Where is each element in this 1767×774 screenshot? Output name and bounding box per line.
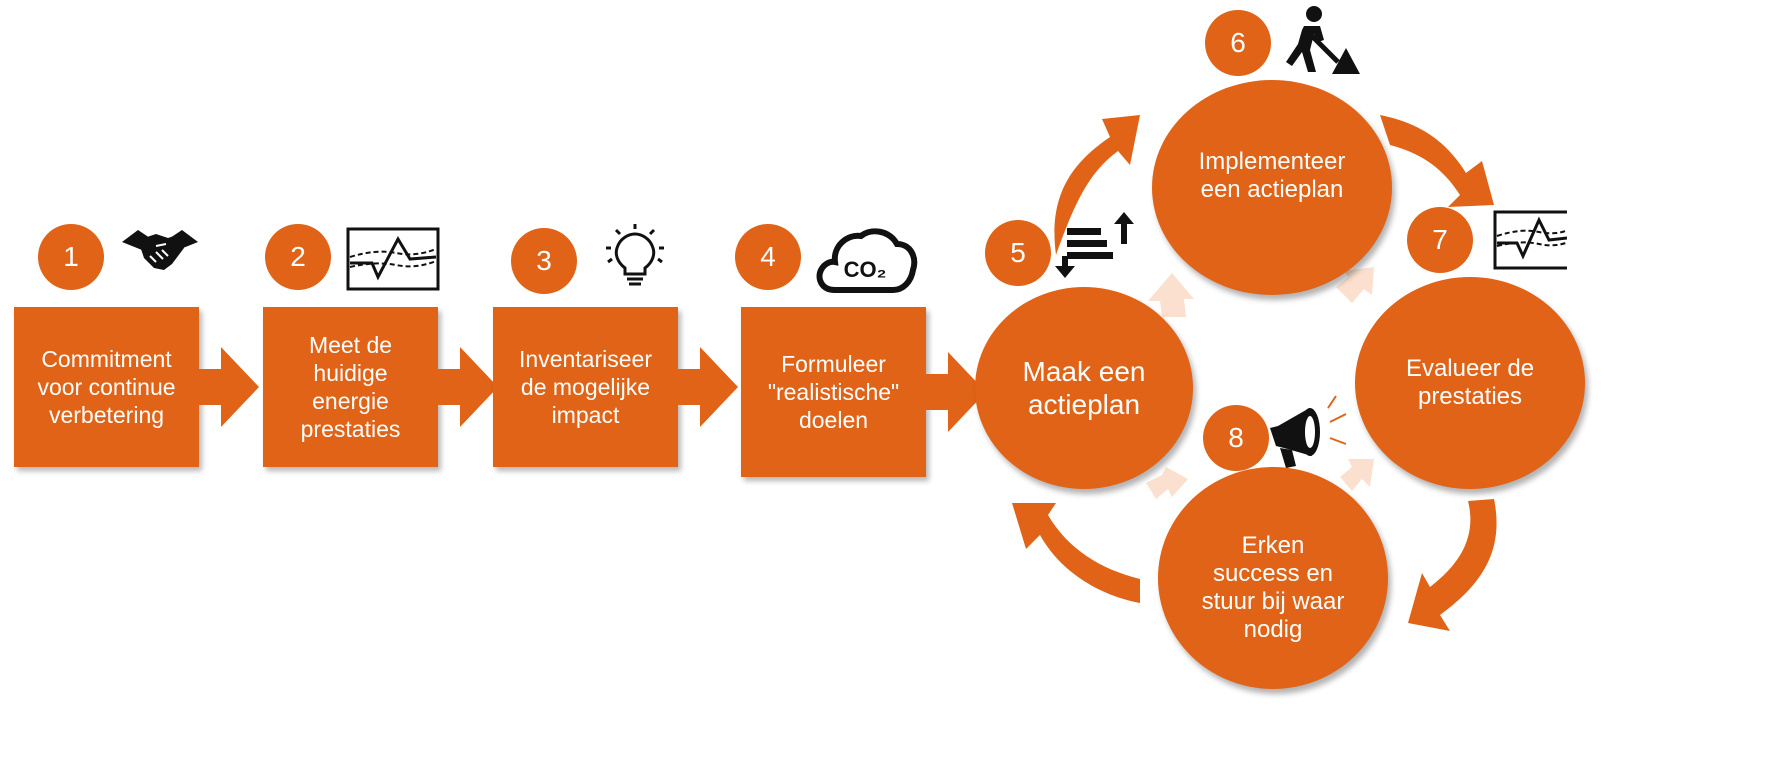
sort-arrows-icon [1053,210,1137,280]
cycle-5-circle: Maak een actieplan [975,287,1193,489]
cycle-8-label: Erken success en stuur bij waar nodig [1201,532,1345,643]
step-1-label: Commitment voor continue verbetering [37,346,176,428]
cycle-arrow-bottom-right [1408,499,1497,631]
handshake-icon [120,224,200,276]
cycle-7-circle: Evalueer de prestaties [1355,277,1585,489]
line-chart-icon [1493,210,1567,270]
cycle-6-circle: Implementeer een actieplan [1152,80,1392,295]
cycle-5-label: Maak een actieplan [1022,356,1146,420]
cycle-6-number: 6 [1205,10,1271,76]
inner-arrow-right [1336,267,1374,303]
step-4-label: Formuleer "realistische" doelen [767,351,900,433]
step-1-number: 1 [38,224,104,290]
step-3-box: Inventariseer de mogelijke impact [493,307,678,467]
inner-arrow-down-right [1340,459,1374,491]
cycle-8-number: 8 [1203,405,1269,471]
step-3-label: Inventariseer de mogelijke impact [519,346,652,428]
step-2-box: Meet de huidige energie prestaties [263,307,438,467]
step-4-box: Formuleer "realistische" doelen [741,307,926,477]
cycle-7-number: 7 [1407,207,1473,273]
step-2-arrow [438,347,498,427]
step-1-box: Commitment voor continue verbetering [14,307,199,467]
lightbulb-icon [603,222,667,290]
co2-cloud-icon: CO₂ [813,222,919,298]
line-chart-icon [346,227,440,291]
cycle-8-circle: Erken success en stuur bij waar nodig [1158,467,1388,689]
megaphone-icon [1266,392,1352,472]
cycle-arrow-bottom-left [1012,503,1140,603]
cycle-7-label: Evalueer de prestaties [1405,355,1535,410]
step-2-number: 2 [265,224,331,290]
cycle-6-label: Implementeer een actieplan [1198,147,1346,203]
digging-worker-icon [1280,4,1362,76]
step-1-arrow [199,347,259,427]
step-2-label: Meet de huidige energie prestaties [300,332,401,442]
step-4-number: 4 [735,224,801,290]
cycle-5-number: 5 [985,220,1051,286]
cycle-arrows [1012,115,1497,631]
step-3-number: 3 [511,228,577,294]
inner-arrow-up-left [1148,273,1194,317]
step-3-arrow [678,347,738,427]
co2-text: CO₂ [844,257,887,282]
cycle-arrow-top-right [1380,115,1494,207]
inner-arrow-down-left [1146,467,1188,499]
step-4-arrow [926,352,986,432]
cycle-arrow-top-left [1054,115,1140,255]
